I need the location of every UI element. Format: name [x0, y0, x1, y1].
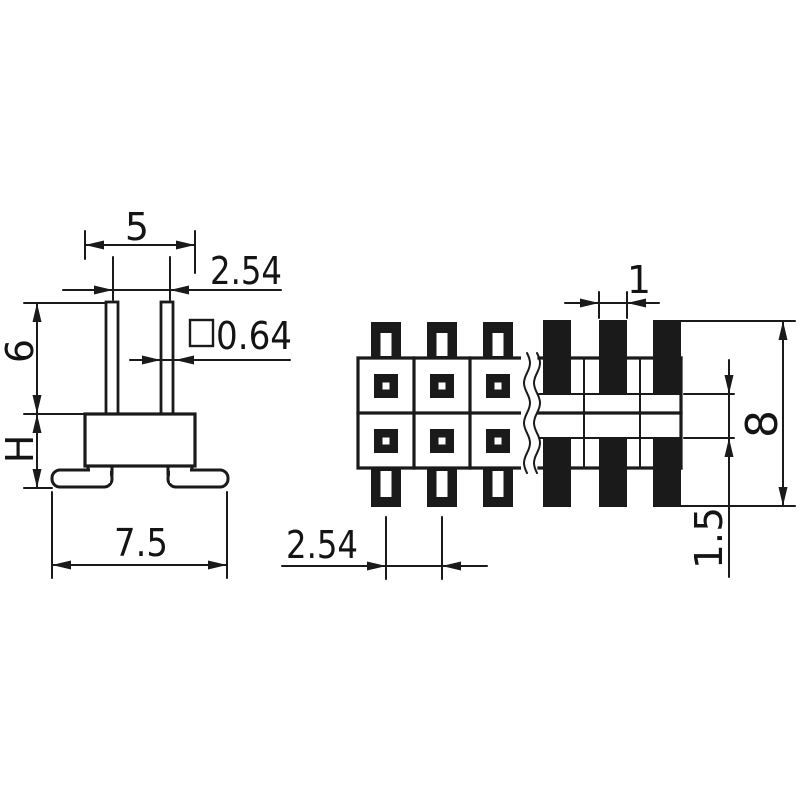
arrow-up-icon [32, 414, 42, 433]
side-body [83, 412, 197, 468]
front-view-right-section [537, 320, 683, 507]
dim-overall-height-label: 8 [737, 410, 788, 438]
bottom-pin-slot [380, 471, 392, 497]
front-view-left-section [356, 322, 541, 507]
side-view [50, 300, 230, 489]
arrow-down-icon [32, 469, 42, 488]
arrow-down-icon [724, 375, 734, 394]
arrow-left-icon [85, 240, 104, 250]
square-symbol-icon [188, 318, 215, 348]
dim-pin-gap-label: 1.5 [687, 507, 731, 569]
arrow-left-icon [175, 355, 194, 365]
dim-pin-pitch-label: 2.54 [286, 523, 358, 567]
arrow-left-icon [442, 561, 461, 571]
arrow-up-icon [724, 438, 734, 457]
arrow-right-icon [142, 355, 161, 365]
section-pin-bottom [599, 438, 627, 507]
arrow-right-icon [176, 240, 195, 250]
dim-pin-length-label: 6 [0, 339, 42, 363]
bottom-pin-slot [492, 471, 504, 497]
break-wave-line [533, 352, 541, 474]
cell-pin-dot [438, 382, 446, 390]
side-view-dimensions: 5 2.54 0.64 6 H 7.5 [0, 205, 292, 579]
dim-pin-square-label: 0.64 [216, 314, 292, 358]
arrow-left-icon [52, 560, 71, 570]
break-wave-line [523, 352, 531, 474]
cell-pin-dot [382, 382, 390, 390]
arrow-up-icon [778, 321, 788, 340]
section-pin-bottom [543, 438, 571, 507]
cell-pin-dot [494, 382, 502, 390]
arrow-right-icon [208, 560, 227, 570]
section-pin-top [653, 320, 681, 394]
cell-pin-dot [382, 437, 390, 445]
left-lead-joint [90, 467, 110, 483]
bottom-pin-slot [436, 471, 448, 497]
dim-row-pitch-label: 2.54 [210, 249, 282, 293]
section-pin-bottom [653, 438, 681, 507]
arrow-up-icon [32, 303, 42, 322]
dim-pin-width-label: 1 [627, 258, 651, 302]
arrow-down-icon [32, 395, 42, 414]
arrow-left-icon [170, 285, 189, 295]
cell-pin-dot [494, 437, 502, 445]
front-view-dimensions: 2.54 1 8 1.5 [281, 258, 796, 580]
dim-body-width-label: 5 [125, 205, 149, 249]
dim-lead-span-label: 7.5 [114, 521, 168, 565]
cell-pin-dot [438, 437, 446, 445]
arrow-right-icon [367, 561, 386, 571]
section-pin-top [543, 320, 571, 394]
arrow-down-icon [778, 487, 788, 506]
top-pin-slot [436, 333, 448, 356]
dim-body-height-label: H [0, 435, 42, 464]
section-pin-top [599, 320, 627, 394]
top-pin-slot [492, 333, 504, 356]
right-lead-joint [170, 467, 190, 483]
arrow-right-icon [94, 285, 113, 295]
top-pin-slot [380, 333, 392, 356]
arrow-left-icon [627, 298, 646, 308]
side-pin-row-a [104, 300, 120, 418]
arrow-right-icon [580, 298, 599, 308]
